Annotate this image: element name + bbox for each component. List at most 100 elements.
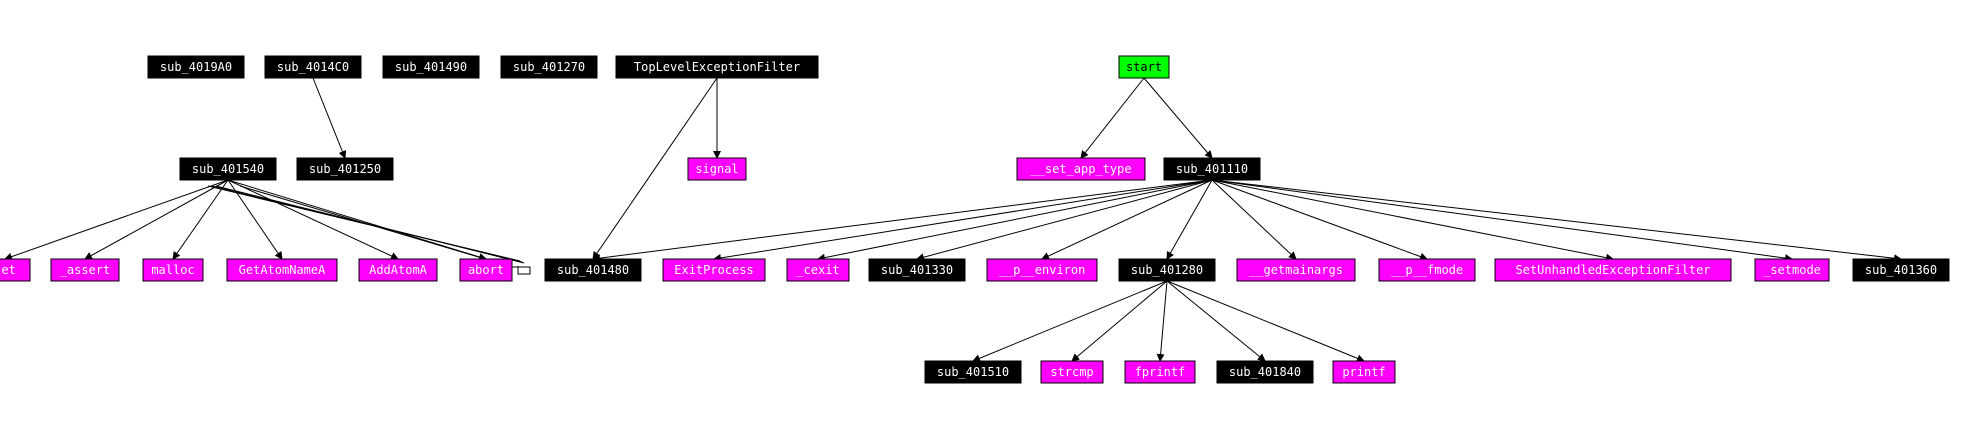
node-label: __p__fmode [1391, 263, 1463, 277]
node-label: _setmode [1763, 263, 1821, 277]
node-label: sub_401280 [1131, 263, 1203, 277]
node-n_sub_401110[interactable]: sub_401110 [1163, 157, 1261, 181]
edge-n_sub_401280-to-n_sub_401840 [1166, 280, 1266, 362]
node-box [1016, 157, 1146, 181]
edge-n_sub_401110-to-n_suef [1211, 179, 1614, 262]
node-n_sub_401360[interactable]: sub_401360 [1852, 258, 1950, 282]
edge-n_sub_401540-to-n_abort [227, 179, 487, 261]
node-n_sub_401540[interactable]: sub_401540 [179, 157, 277, 181]
node-n_getmainargs[interactable]: __getmainargs [1236, 258, 1356, 282]
node-label: __p__environ [999, 263, 1086, 277]
edge-n_sub_401540-to-n_set [4, 179, 229, 261]
node-label: set [0, 263, 16, 277]
node-label: sub_401480 [557, 263, 629, 277]
node-n_sub_401330[interactable]: sub_401330 [868, 258, 966, 282]
node-label: sub_401510 [937, 365, 1009, 379]
node-box [868, 258, 966, 282]
edge-n_sub_401110-to-n_sub_401480 [592, 179, 1213, 263]
edges-layer [4, 77, 1902, 363]
node-n_sub_401840[interactable]: sub_401840 [1216, 360, 1314, 384]
node-box [179, 157, 277, 181]
node-box [1332, 360, 1396, 384]
node-box [1852, 258, 1950, 282]
edge-n_sub_401110-to-n_sub_401360 [1211, 179, 1902, 263]
node-n_fprintf[interactable]: fprintf [1124, 360, 1196, 384]
node-n_sub_401510[interactable]: sub_401510 [924, 360, 1022, 384]
node-label: sub_401360 [1865, 263, 1937, 277]
node-label: TopLevelExceptionFilter [634, 60, 800, 74]
node-label: malloc [151, 263, 194, 277]
node-box [786, 258, 850, 282]
node-label: strcmp [1050, 365, 1093, 379]
edge-n_sub_401110-to-n_exitprocess [713, 179, 1213, 262]
node-n_sub_4014C0[interactable]: sub_4014C0 [264, 55, 362, 79]
node-n_sub_401490[interactable]: sub_401490 [382, 55, 480, 79]
edge-n_sub_401280-to-n_fprintf [1156, 280, 1168, 362]
node-n_strcmp[interactable]: strcmp [1040, 360, 1104, 384]
node-n_set[interactable]: set [0, 258, 31, 282]
node-box [687, 157, 747, 181]
edge-n_sub_401110-to-n_sub_401280 [1166, 179, 1213, 260]
node-box [1118, 55, 1170, 79]
node-box [382, 55, 480, 79]
node-box [358, 258, 438, 282]
node-n_assert[interactable]: _assert [50, 258, 120, 282]
node-label: GetAtomNameA [239, 263, 326, 277]
node-n_abort[interactable]: abort [459, 258, 513, 282]
node-box [1118, 258, 1216, 282]
node-n_malloc[interactable]: malloc [142, 258, 204, 282]
edge-n_start-to-n_sub_401110 [1143, 77, 1213, 159]
node-n_cexit[interactable]: _cexit [786, 258, 850, 282]
node-label: printf [1342, 365, 1385, 379]
edge-n_sub_401280-to-n_strcmp [1071, 280, 1168, 362]
edge-n_sub_401110-to-n_p_environ [1041, 179, 1213, 260]
nodes-layer: sub_4019A0 sub_4014C0 sub_401490 sub_401270… [0, 55, 1950, 384]
node-label: sub_401490 [395, 60, 467, 74]
node-n_sub_401280[interactable]: sub_401280 [1118, 258, 1216, 282]
node-n_printf[interactable]: printf [1332, 360, 1396, 384]
node-n_sub_4019A0[interactable]: sub_4019A0 [147, 55, 245, 79]
node-box [924, 360, 1022, 384]
node-label: _assert [60, 263, 111, 277]
node-n_suef[interactable]: SetUnhandledExceptionFilter [1494, 258, 1732, 282]
node-label: ExitProcess [674, 263, 753, 277]
edge-n_sub_401110-to-n_setmode [1211, 179, 1793, 263]
edge-n_start-to-n_set_app_type [1080, 77, 1145, 159]
node-box [1124, 360, 1196, 384]
node-n_signal[interactable]: signal [687, 157, 747, 181]
node-box [662, 258, 766, 282]
node-label: sub_401330 [881, 263, 953, 277]
edge-n_sub_401280-to-n_sub_401510 [972, 280, 1168, 363]
node-box [1236, 258, 1356, 282]
node-n_exitprocess[interactable]: ExitProcess [662, 258, 766, 282]
node-n_p_fmode[interactable]: __p__fmode [1378, 258, 1476, 282]
node-box [0, 258, 31, 282]
node-n_sub_401270[interactable]: sub_401270 [500, 55, 598, 79]
node-n_start[interactable]: start [1118, 55, 1170, 79]
node-n_getatomname[interactable]: GetAtomNameA [226, 258, 338, 282]
node-n_setmode[interactable]: _setmode [1754, 258, 1830, 282]
node-box [1216, 360, 1314, 384]
node-label: fprintf [1135, 365, 1186, 379]
node-n_tlef[interactable]: TopLevelExceptionFilter [615, 55, 819, 79]
node-box [1163, 157, 1261, 181]
node-label: abort [468, 263, 504, 277]
node-n_sub_401480[interactable]: sub_401480 [544, 258, 642, 282]
node-label: signal [695, 162, 738, 176]
edge-n_sub_401540-to-n_malloc [172, 179, 229, 260]
node-box [296, 157, 394, 181]
node-box [226, 258, 338, 282]
node-box [142, 258, 204, 282]
node-box [544, 258, 642, 282]
node-n_set_app_type[interactable]: __set_app_type [1016, 157, 1146, 181]
node-box [615, 55, 819, 79]
node-n_addatom[interactable]: AddAtomA [358, 258, 438, 282]
node-n_sub_401250[interactable]: sub_401250 [296, 157, 394, 181]
node-box [264, 55, 362, 79]
node-label: SetUnhandledExceptionFilter [1515, 263, 1710, 277]
node-label: sub_4019A0 [160, 60, 232, 74]
node-box [459, 258, 513, 282]
edge-n_tlef-to-n_sub_401480 [592, 77, 718, 260]
node-box [1754, 258, 1830, 282]
node-n_p_environ[interactable]: __p__environ [986, 258, 1098, 282]
